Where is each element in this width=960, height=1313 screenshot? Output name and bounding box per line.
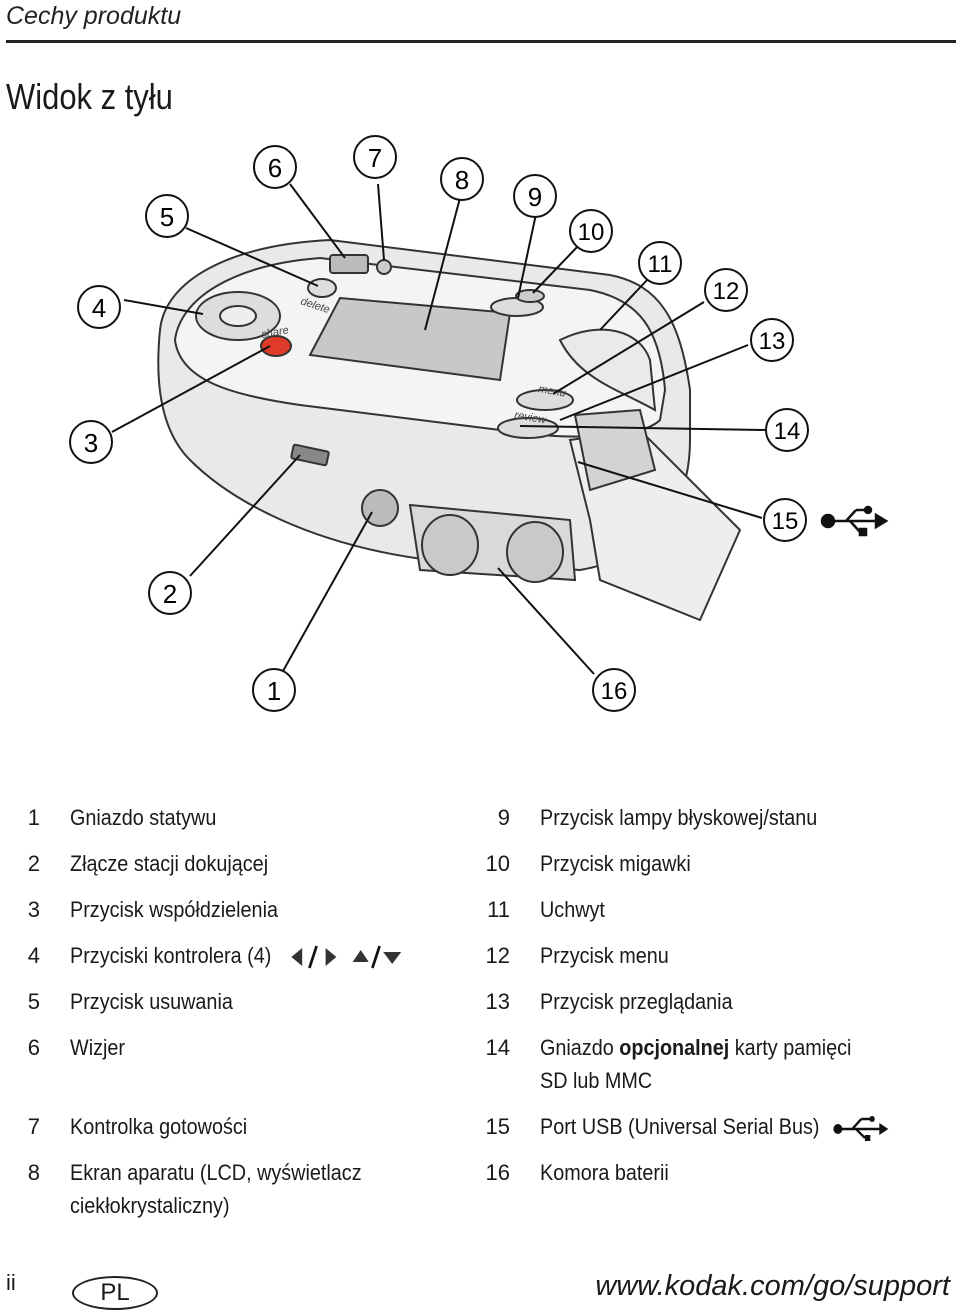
support-url: www.kodak.com/go/support — [595, 1270, 950, 1302]
tripod-socket — [361, 489, 399, 527]
viewfinder — [329, 254, 369, 274]
legend-number: 7 — [27, 1114, 40, 1139]
svg-text:4: 4 — [92, 293, 106, 323]
section-header: Cechy produktu — [6, 2, 182, 30]
legend-text: Przycisk migawki — [540, 851, 691, 876]
controller-arrows-icon — [291, 945, 402, 969]
legend-text: Uchwyt — [540, 897, 605, 922]
menu-label: menu — [537, 383, 566, 400]
callout-12: 12 — [704, 268, 748, 312]
legend-text: Wizjer — [70, 1035, 125, 1060]
menu-button-shape — [516, 389, 574, 411]
callout-8: 8 — [440, 157, 484, 201]
legend-number: 14 — [485, 1035, 510, 1060]
legend-number: 12 — [485, 943, 510, 968]
share-button-shape — [260, 335, 292, 357]
legend-number: 5 — [27, 989, 40, 1014]
legend-number: 2 — [27, 851, 40, 876]
legend-text: Przycisk współdzielenia — [70, 897, 278, 922]
callout-13: 13 — [750, 318, 794, 362]
legend-text: Przycisk lampy błyskowej/stanu — [540, 805, 818, 830]
legend-text: Przycisk usuwania — [70, 989, 233, 1014]
camera-rear-diagram: delete share menu review 1 2 3 4 5 6 7 8… — [69, 135, 889, 712]
legend-text: Gniazdo — [540, 1035, 620, 1060]
legend-number: 6 — [27, 1035, 40, 1060]
lcd-screen — [308, 296, 512, 382]
svg-text:11: 11 — [648, 251, 673, 278]
header-rule — [6, 40, 956, 43]
svg-text:14: 14 — [774, 418, 801, 445]
page-number: ii — [6, 1270, 16, 1295]
svg-text:2: 2 — [163, 579, 177, 609]
callout-15: 15 — [763, 498, 807, 542]
svg-text:13: 13 — [759, 328, 786, 355]
svg-text:10: 10 — [578, 219, 605, 246]
legend-number: 13 — [485, 989, 510, 1014]
language-badge: PL — [72, 1276, 158, 1310]
callout-5: 5 — [145, 194, 189, 238]
callout-11: 11 — [638, 241, 682, 285]
svg-text:3: 3 — [84, 428, 98, 458]
svg-text:9: 9 — [528, 182, 542, 212]
delete-button-shape — [307, 278, 337, 298]
svg-text:1: 1 — [267, 676, 281, 706]
legend-text: SD lub MMC — [540, 1068, 653, 1093]
legend-text: Przyciski kontrolera (4) — [70, 943, 272, 968]
callouts: 1 2 3 4 5 6 7 8 9 10 11 12 13 14 15 16 — [69, 135, 809, 712]
legend-text: Kontrolka gotowości — [70, 1114, 248, 1139]
callout-9: 9 — [513, 174, 557, 218]
svg-text:6: 6 — [268, 153, 282, 183]
page-title: Widok z tyłu — [6, 76, 173, 117]
usb-icon — [820, 505, 889, 537]
usb-icon — [833, 1116, 889, 1142]
share-label: share — [260, 324, 289, 341]
callout-4: 4 — [77, 285, 121, 329]
svg-text:5: 5 — [160, 202, 174, 232]
camera-body — [157, 238, 742, 622]
callout-10: 10 — [569, 209, 613, 253]
legend-number: 9 — [497, 805, 510, 830]
legend-text: Gniazdo statywu — [70, 805, 217, 830]
svg-text:12: 12 — [713, 278, 740, 305]
review-label: review — [513, 409, 547, 427]
legend-number: 10 — [485, 851, 510, 876]
legend-number: 11 — [487, 897, 510, 922]
legend-text: Komora baterii — [540, 1160, 669, 1185]
callout-2: 2 — [148, 571, 192, 615]
svg-text:15: 15 — [772, 508, 799, 535]
legend-text: karty pamięci — [729, 1035, 852, 1060]
dock-connector — [290, 443, 330, 467]
callout-7: 7 — [353, 135, 397, 179]
svg-text:8: 8 — [455, 165, 469, 195]
legend-text-bold: opcjonalnej — [619, 1035, 730, 1060]
legend-text: ciekłokrystaliczny) — [70, 1193, 230, 1218]
leader-lines — [111, 183, 767, 681]
legend-number: 15 — [485, 1114, 510, 1139]
review-button-shape — [497, 417, 559, 439]
legend-text: Przycisk przeglądania — [540, 989, 733, 1014]
svg-text:16: 16 — [601, 678, 628, 705]
callout-6: 6 — [253, 145, 297, 189]
grip — [558, 328, 657, 412]
callout-3: 3 — [69, 420, 113, 464]
ready-light — [376, 259, 392, 275]
legend-text: Port USB (Universal Serial Bus) — [540, 1114, 820, 1139]
legend-number: 4 — [27, 943, 40, 968]
svg-text:7: 7 — [368, 143, 382, 173]
legend-number: 16 — [485, 1160, 510, 1185]
legend-number: 1 — [27, 805, 40, 830]
callout-16: 16 — [592, 668, 636, 712]
legend-number: 3 — [27, 897, 40, 922]
shutter-button-shape — [515, 289, 545, 303]
callout-14: 14 — [765, 408, 809, 452]
legend-text: Ekran aparatu (LCD, wyświetlacz — [70, 1160, 362, 1185]
legend-number: 8 — [27, 1160, 40, 1185]
legend-text: Przycisk menu — [540, 943, 669, 968]
legend-text: Złącze stacji dokującej — [70, 851, 269, 876]
callout-1: 1 — [252, 668, 296, 712]
